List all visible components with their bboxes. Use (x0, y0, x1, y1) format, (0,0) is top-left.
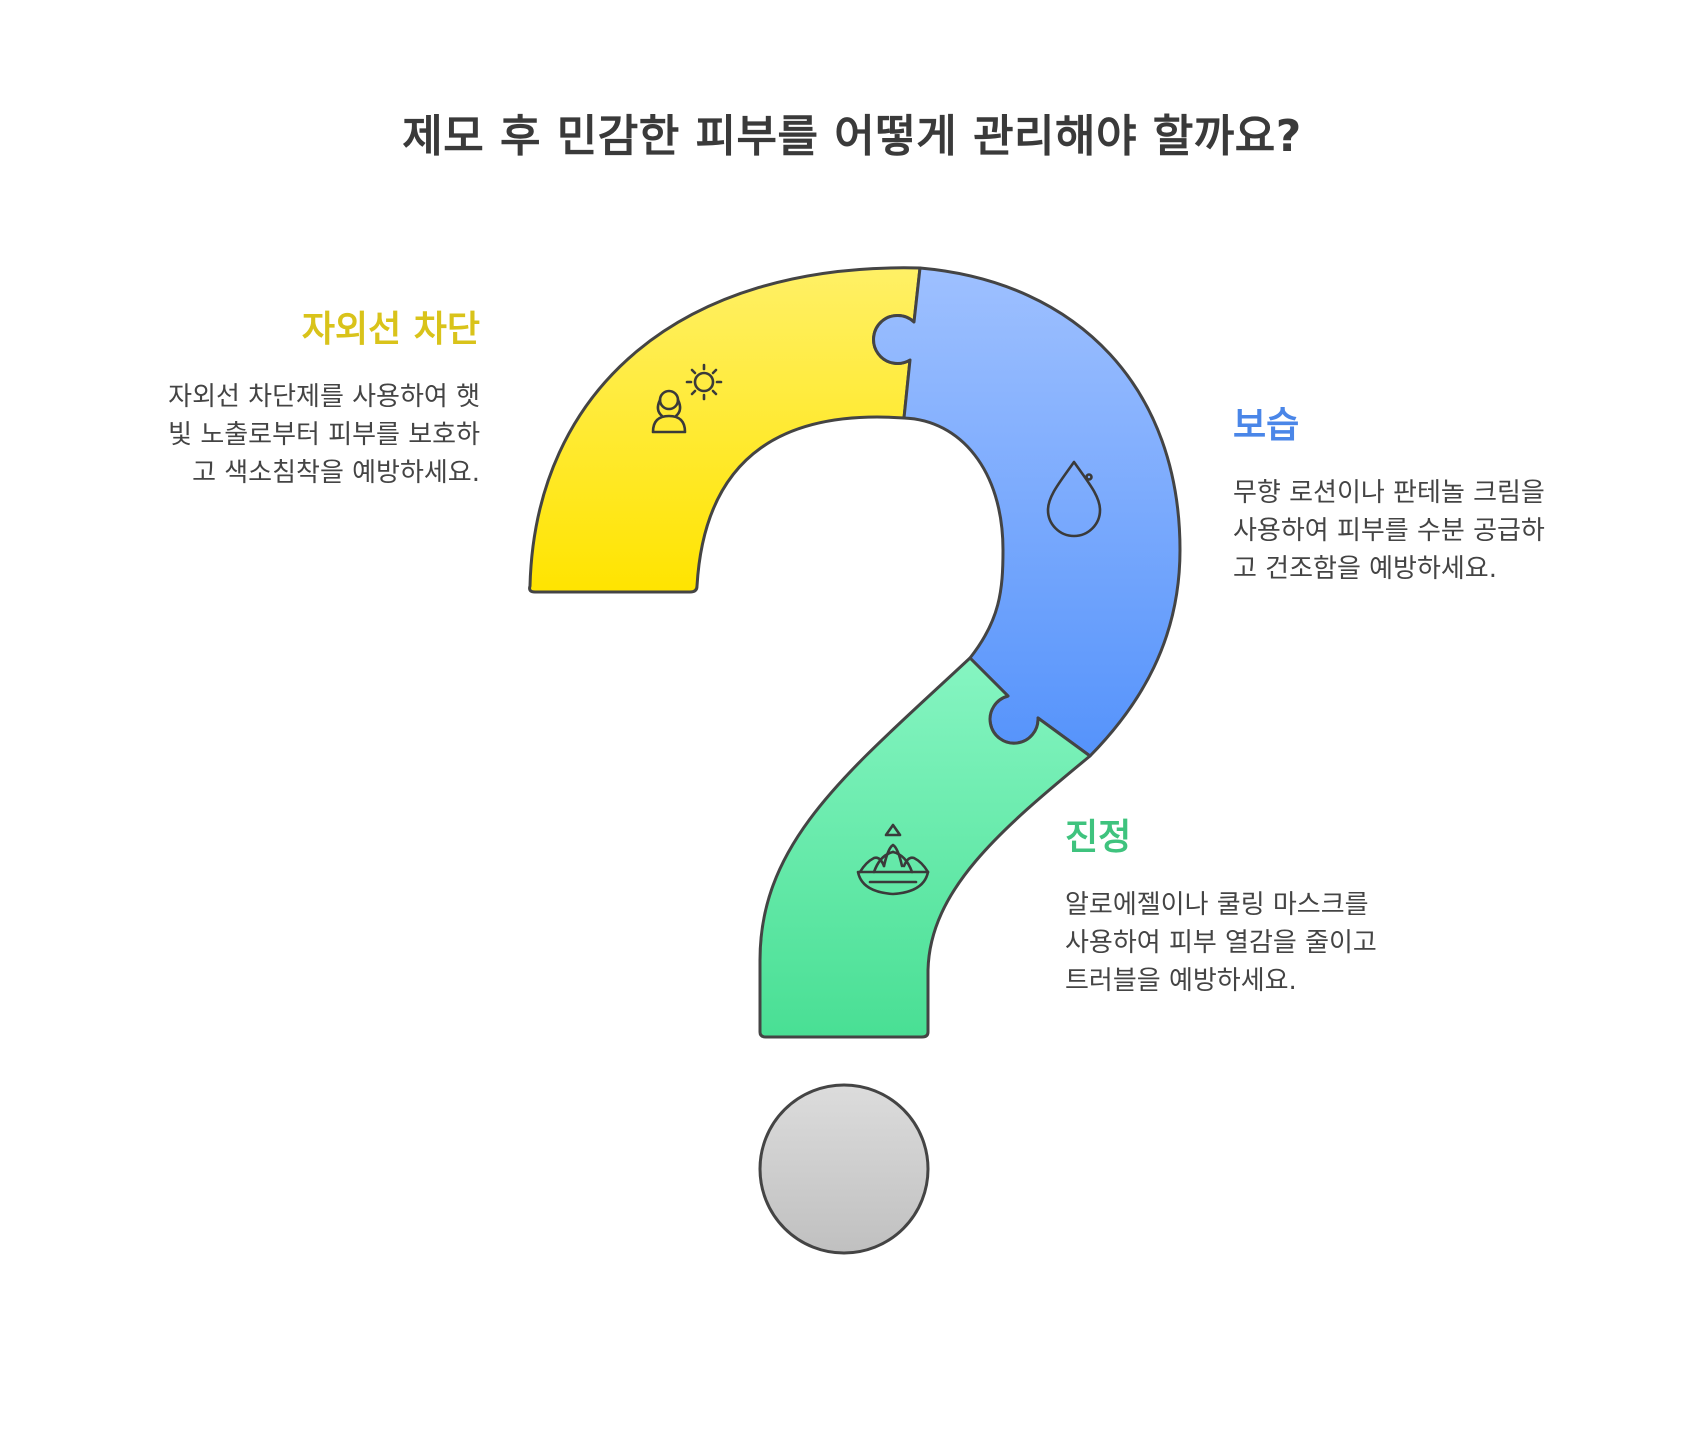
text-line: 빛 노출로부터 피부를 보호하 (168, 420, 480, 450)
person-sun-icon (651, 363, 723, 434)
text-line: 사용하여 피부 열감을 줄이고 (1065, 928, 1377, 958)
section-moist-heading: 보습 (1233, 405, 1300, 446)
section-calm-text: 알로에젤이나 쿨링 마스크를 사용하여 피부 열감을 줄이고 트러블을 예방하세… (1065, 886, 1485, 1000)
section-uv-text: 자외선 차단제를 사용하여 햇 빛 노출로부터 피부를 보호하 고 색소침착을 … (90, 378, 480, 492)
plant-bowl-icon (856, 823, 930, 896)
section-uv: 자외선 차단 자외선 차단제를 사용하여 햇 빛 노출로부터 피부를 보호하 고… (90, 300, 480, 492)
section-uv-heading: 자외선 차단 (301, 309, 480, 350)
question-mark-dot (758, 1083, 930, 1255)
section-calm-heading: 진정 (1065, 817, 1132, 858)
text-line: 무향 로션이나 판테놀 크림을 (1233, 478, 1545, 508)
puzzle-piece-calm (758, 656, 1092, 1039)
text-line: 고 색소침착을 예방하세요. (192, 458, 480, 488)
puzzle-piece-uv (528, 266, 922, 594)
page-title: 제모 후 민감한 피부를 어떻게 관리해야 할까요? (402, 111, 1302, 162)
section-calm: 진정 알로에젤이나 쿨링 마스크를 사용하여 피부 열감을 줄이고 트러블을 예… (1065, 808, 1485, 1000)
text-line: 트러블을 예방하세요. (1065, 966, 1297, 996)
text-line: 알로에젤이나 쿨링 마스크를 (1065, 890, 1369, 920)
text-line: 사용하여 피부를 수분 공급하 (1233, 516, 1545, 546)
text-line: 자외선 차단제를 사용하여 햇 (168, 382, 480, 412)
section-moist-text: 무향 로션이나 판테놀 크림을 사용하여 피부를 수분 공급하 고 건조함을 예… (1233, 474, 1653, 588)
puzzle-piece-moist (872, 266, 1182, 758)
water-drop-icon (1046, 460, 1102, 538)
section-moist: 보습 무향 로션이나 판테놀 크림을 사용하여 피부를 수분 공급하 고 건조함… (1233, 396, 1653, 588)
text-line: 고 건조함을 예방하세요. (1233, 554, 1497, 584)
